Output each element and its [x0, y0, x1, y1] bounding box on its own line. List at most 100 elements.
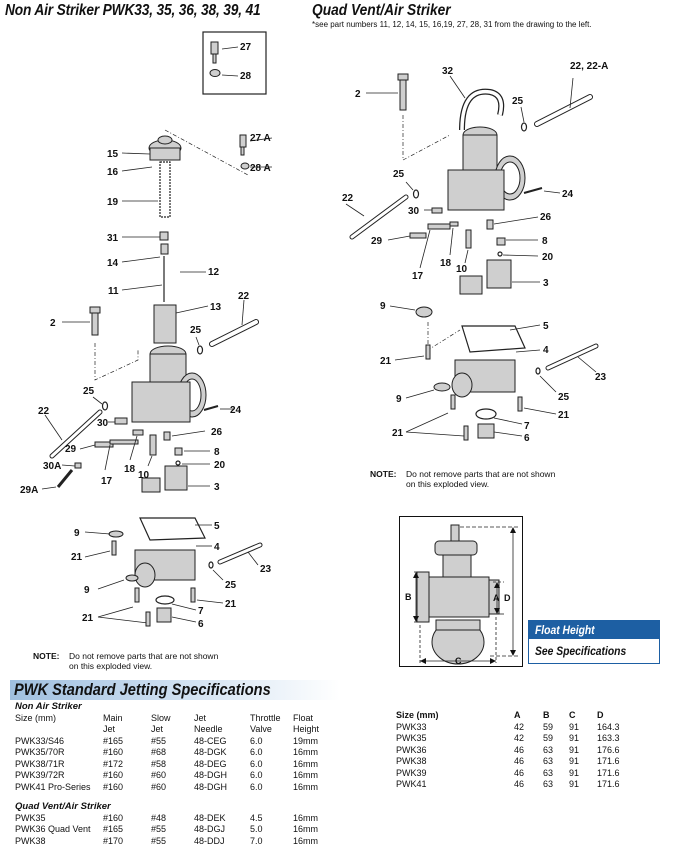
col-header-height: Height [293, 724, 320, 734]
carburetor-body-icon-right [447, 126, 526, 211]
callout-25-lower: 25 [83, 386, 95, 397]
spacer-row [15, 793, 333, 801]
callout-5: 5 [214, 521, 220, 532]
group-heading-row: Quad Vent/Air Striker [15, 801, 333, 813]
callout-25-right-bowl: 25 [558, 392, 570, 403]
callout-29: 29 [65, 444, 77, 455]
callout-26-right: 26 [540, 212, 552, 223]
callout-18-right: 18 [440, 258, 452, 269]
callout-27a: 27 A [250, 133, 271, 144]
callout-28a: 28 A [250, 163, 271, 174]
exploded-view-diagrams: 27 28 [20, 31, 608, 630]
carburetor-side-view-icon [416, 524, 500, 665]
right-note-line1: Do not remove parts that are not shown [406, 469, 556, 479]
right-note: NOTE: Do not remove parts that are not sh… [370, 469, 555, 489]
section-title-jetting: PWK Standard Jetting Specifications [14, 680, 271, 699]
callout-25-right-lower: 25 [393, 169, 405, 180]
callout-6: 6 [198, 619, 204, 630]
col-header-throttle: Throttle [250, 712, 281, 723]
callout-2-right: 2 [355, 89, 361, 100]
callout-10-right: 10 [456, 264, 468, 275]
callout-16: 16 [107, 167, 119, 178]
dimension-label-a: A [493, 593, 500, 603]
dimension-label-d: D [504, 593, 511, 603]
group-heading-row: Non Air Striker [15, 701, 333, 713]
callout-25-upper: 25 [190, 325, 202, 336]
callout-21-lower: 21 [82, 613, 94, 624]
callout-20: 20 [214, 460, 226, 471]
left-note-label: NOTE: [33, 651, 60, 661]
callout-21-right: 21 [225, 599, 237, 610]
callout-5-right: 5 [543, 321, 549, 332]
callout-14: 14 [107, 258, 119, 269]
callout-8: 8 [214, 447, 220, 458]
jetting-table: Non Air Striker Size (mm) Main Slow Jet … [15, 701, 333, 847]
callout-7: 7 [198, 606, 204, 617]
callout-32: 32 [442, 66, 454, 77]
float-bowl-icon-right [451, 325, 526, 398]
callout-23: 23 [260, 564, 272, 575]
page-title-quad-vent: Quad Vent/Air Striker [312, 2, 451, 19]
col-header-size: Size (mm) [15, 712, 56, 723]
table-header-row: Size (mm) A B C D [396, 710, 637, 722]
callout-29a: 29A [20, 485, 38, 496]
col-header-valve: Valve [250, 724, 272, 734]
callout-25-bowl: 25 [225, 580, 237, 591]
col-header-b: B [543, 710, 550, 720]
callout-28: 28 [240, 71, 252, 82]
float-height-value: See Specifications [535, 644, 627, 658]
col-header-a: A [514, 710, 521, 720]
col-header-float: Float [293, 712, 314, 723]
callout-17: 17 [101, 476, 113, 487]
callout-3: 3 [214, 482, 220, 493]
col-header-d: D [597, 710, 604, 720]
callout-25-right-upper: 25 [512, 96, 524, 107]
see-parts-note: *see part numbers 11, 12, 14, 15, 16,19,… [312, 20, 592, 29]
callout-9-right-upper: 9 [380, 301, 386, 312]
callout-17-right: 17 [412, 271, 424, 282]
col-header-jet: Jet [194, 712, 207, 723]
float-bowl-icon [134, 517, 206, 588]
dimension-diagram: B A D C [405, 524, 518, 666]
right-note-label: NOTE: [370, 469, 397, 479]
left-exploded-view: 2 7 28 [20, 31, 273, 630]
callout-10: 10 [138, 470, 150, 481]
callout-21-right-lower: 21 [392, 428, 404, 439]
group-heading-quad-vent: Quad Vent/Air Striker [15, 801, 111, 812]
callout-13: 13 [210, 302, 222, 313]
right-exploded-view: 32 22, 22-A 2 25 25 24 22 30 26 29 8 20 … [342, 61, 608, 444]
col-header-size: Size (mm) [396, 710, 439, 720]
callout-24: 24 [230, 405, 242, 416]
callout-30-right: 30 [408, 206, 420, 217]
float-height-title: Float Height [529, 621, 659, 639]
callout-26: 26 [211, 427, 223, 438]
table-header-row: Size (mm) Main Slow Jet Throttle Float [15, 713, 333, 725]
callout-22-lower: 22 [38, 406, 50, 417]
right-note-line2: on this exploded view. [406, 479, 490, 489]
callout-30a: 30A [43, 461, 61, 472]
callout-21-right-side: 21 [558, 410, 570, 421]
float-part-icon-right [486, 259, 512, 289]
callout-2: 2 [50, 318, 56, 329]
col-header-slow: Slow [151, 712, 171, 723]
callout-9-upper: 9 [74, 528, 80, 539]
left-note: NOTE:Do not remove parts that are not sh… [33, 651, 218, 671]
col-header-slow-jet: Jet [151, 724, 164, 734]
callout-18: 18 [124, 464, 136, 475]
callout-6-right: 6 [524, 433, 530, 444]
callout-23-right: 23 [595, 372, 607, 383]
callout-9-lower: 9 [84, 585, 90, 596]
callout-7-right: 7 [524, 421, 530, 432]
col-header-main-jet: Jet [103, 724, 116, 734]
carburetor-body-icon [131, 345, 207, 423]
